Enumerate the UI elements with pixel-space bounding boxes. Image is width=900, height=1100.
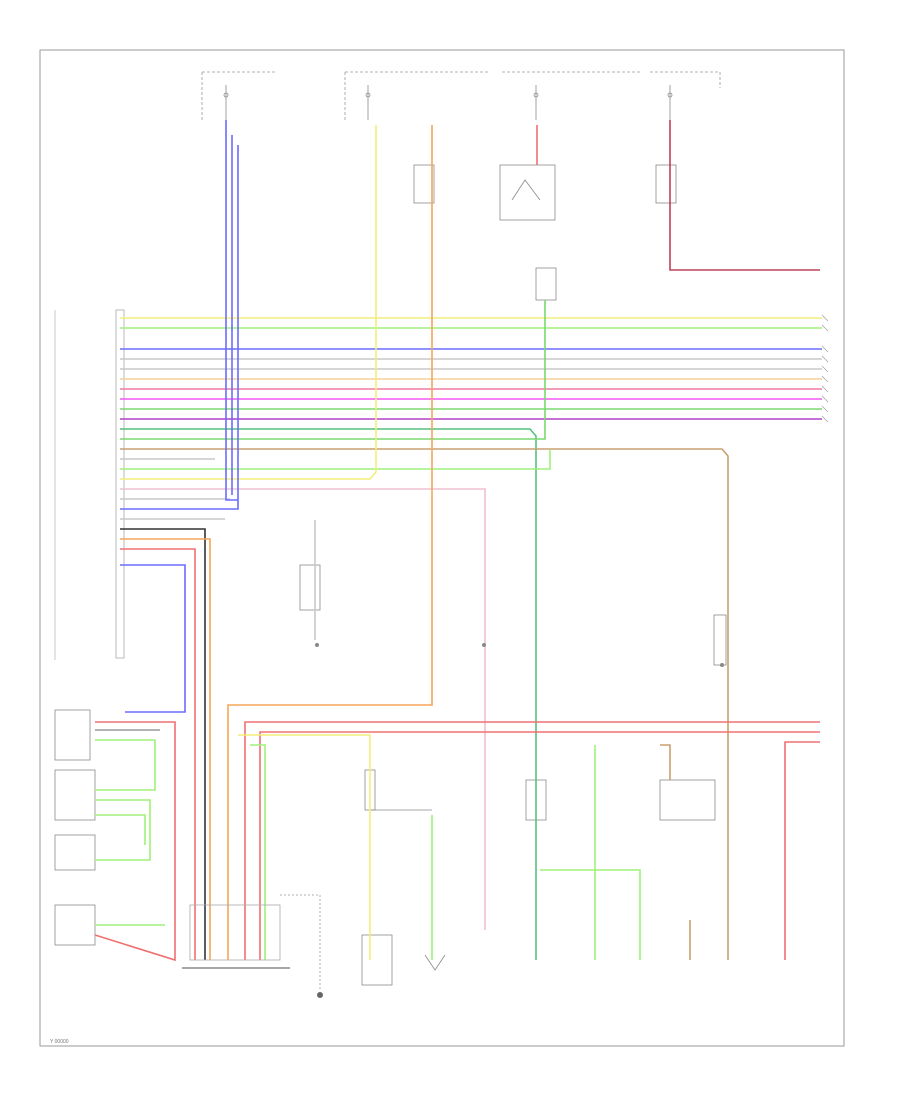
harness-wires bbox=[120, 125, 822, 960]
vertical-wires bbox=[227, 120, 820, 960]
top-fuse-bus bbox=[201, 71, 721, 120]
right-wire-ends bbox=[821, 314, 829, 423]
fuse-symbols bbox=[223, 85, 673, 120]
relay-boxes bbox=[54, 164, 727, 986]
blue-fuse-feed bbox=[225, 120, 238, 501]
bottom-connector bbox=[182, 894, 323, 998]
left-module-wires bbox=[94, 721, 176, 962]
ground-symbols bbox=[315, 643, 724, 667]
left-connector-strip bbox=[54, 309, 125, 660]
diagram-frame bbox=[39, 49, 845, 1047]
footer-code: Y 00000 bbox=[50, 1039, 69, 1045]
